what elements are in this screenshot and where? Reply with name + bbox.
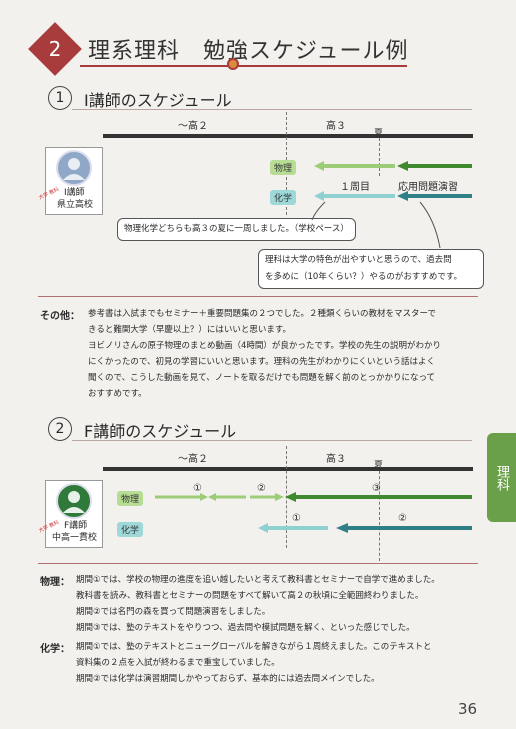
note-line: にくかったので、初見の学習にいいと思います。理科の先生がわかりにくいという話はよ… [88, 357, 435, 367]
label-applied-practice: 応用問題演習 [398, 182, 458, 193]
title-underline [80, 65, 407, 67]
timeline-bar [103, 467, 473, 471]
period-marker: ① [193, 483, 202, 494]
tick-label-grade2: ～高２ [178, 121, 208, 132]
instructor-name: F講師 [64, 521, 88, 531]
tick-label-grade2: ～高２ [178, 454, 208, 465]
note-line: 期間②では化学は演習期間しかやっておらず、基本的には過去問メインでした。 [76, 674, 380, 684]
section-divider [38, 296, 478, 297]
tick-label-grade3: 高３ [326, 121, 346, 132]
note-line: 教科書を読み、教科書とセミナーの問題をすべて解いて高２の秋頃に全範囲終わりました… [76, 591, 424, 601]
notes-other-body: 参考書は入試までもセミナー＋重要問題集の２つでした。２種類くらいの教材をマスター… [88, 306, 441, 402]
page-title: 理系理科 勉強スケジュール例 [88, 39, 409, 64]
callout-past-exams-line2: を多めに（10年くらい？）やるのがおすすめです。 [265, 272, 462, 282]
subject-side-tab[interactable]: 理科 [487, 433, 516, 522]
avatar [56, 483, 92, 519]
note-line: 参考書は入試までもセミナー＋重要問題集の２つでした。２種類くらいの教材をマスター… [88, 309, 436, 319]
tick-label-summer: 夏 [374, 461, 384, 471]
period-marker: ① [292, 513, 301, 524]
period-marker: ② [257, 483, 266, 494]
person-icon [63, 158, 85, 180]
note-line: 資料集の２点を入試が終わるまで重宝していました。 [76, 658, 280, 668]
physics-arrows [314, 161, 472, 171]
notes-chemistry-body: 期間①では、塾のテキストとニューグローバルを解きながら１周終えました。このテキス… [76, 639, 432, 687]
schedule2-number: 2 [48, 417, 72, 441]
note-line: きると難関大学（早慶以上？）にはいいと思います。 [88, 325, 291, 335]
chemistry-arrows [314, 191, 472, 201]
instructor-name: I講師 [64, 188, 85, 198]
subject-tag-chemistry: 化学 [117, 522, 144, 537]
notes-physics-body: 期間①では、学校の物理の進度を追い越したいと考えて教科書とセミナーで自学で進めま… [76, 572, 440, 636]
avatar [56, 150, 92, 186]
callout-pointers [311, 201, 441, 249]
page-number: 36 [458, 700, 478, 718]
summer-divider-line [379, 471, 380, 561]
note-line: 期間①では、塾のテキストとニューグローバルを解きながら１周終えました。このテキス… [76, 642, 432, 652]
notes-other-label: その他： [40, 311, 80, 322]
subject-tag-chemistry: 化学 [270, 190, 297, 205]
period-marker: ③ [372, 483, 381, 494]
notes-chemistry-label: 化学： [40, 644, 70, 655]
physics-arrows [155, 492, 472, 502]
callout-past-exams: 理科は大学の特色が出やすいと思うので、過去問 を多めに（10年くらい？）やるのが… [258, 249, 484, 289]
instructor-school: 中高一貫校 [52, 533, 98, 543]
summer-divider-line [379, 138, 380, 176]
notes-physics-label: 物理： [40, 577, 70, 588]
section-number: 2 [48, 37, 62, 61]
schedule1-underline [72, 109, 472, 110]
chemistry-arrows [258, 523, 472, 533]
note-line: 期間②では名門の森を買って問題演習をしました。 [76, 607, 271, 617]
note-line: 期間①では、学校の物理の進度を追い越したいと考えて教科書とセミナーで自学で進めま… [76, 575, 440, 585]
timeline-bar [103, 134, 473, 138]
period-marker: ② [398, 513, 407, 524]
subject-tag-physics: 物理 [270, 160, 297, 175]
instructor-school: 県立高校 [57, 200, 94, 210]
section-divider [38, 563, 478, 564]
schedule2-title: F講師のスケジュール [84, 422, 237, 441]
title-ornament [227, 58, 239, 70]
tick-label-grade3: 高３ [326, 454, 346, 465]
note-line: 聞くので、こうした動画を見て、ノートを取るだけでも問題を解く前のとっかかりになっ… [88, 373, 436, 383]
callout-summer-round: 物理化学どちらも高３の夏に一周しました。（学校ペース） [117, 218, 356, 241]
schedule1-title: I講師のスケジュール [84, 91, 232, 110]
note-line: ヨビノリさんの原子物理のまとめ動画（4時間）が良かったです。学校の先生の説明がわ… [88, 341, 442, 351]
person-icon [63, 491, 85, 513]
label-first-round: １周目 [340, 182, 370, 193]
schedule2-underline [72, 440, 472, 441]
subject-tag-physics: 物理 [117, 491, 144, 506]
note-line: 期間③では、塾のテキストをやりつつ、過去問や模試問題を解く、といった感じでした。 [76, 623, 415, 633]
callout-past-exams-line1: 理科は大学の特色が出やすいと思うので、過去問 [265, 255, 452, 265]
schedule1-number: 1 [48, 86, 72, 110]
note-line: おすすめです。 [88, 389, 147, 399]
